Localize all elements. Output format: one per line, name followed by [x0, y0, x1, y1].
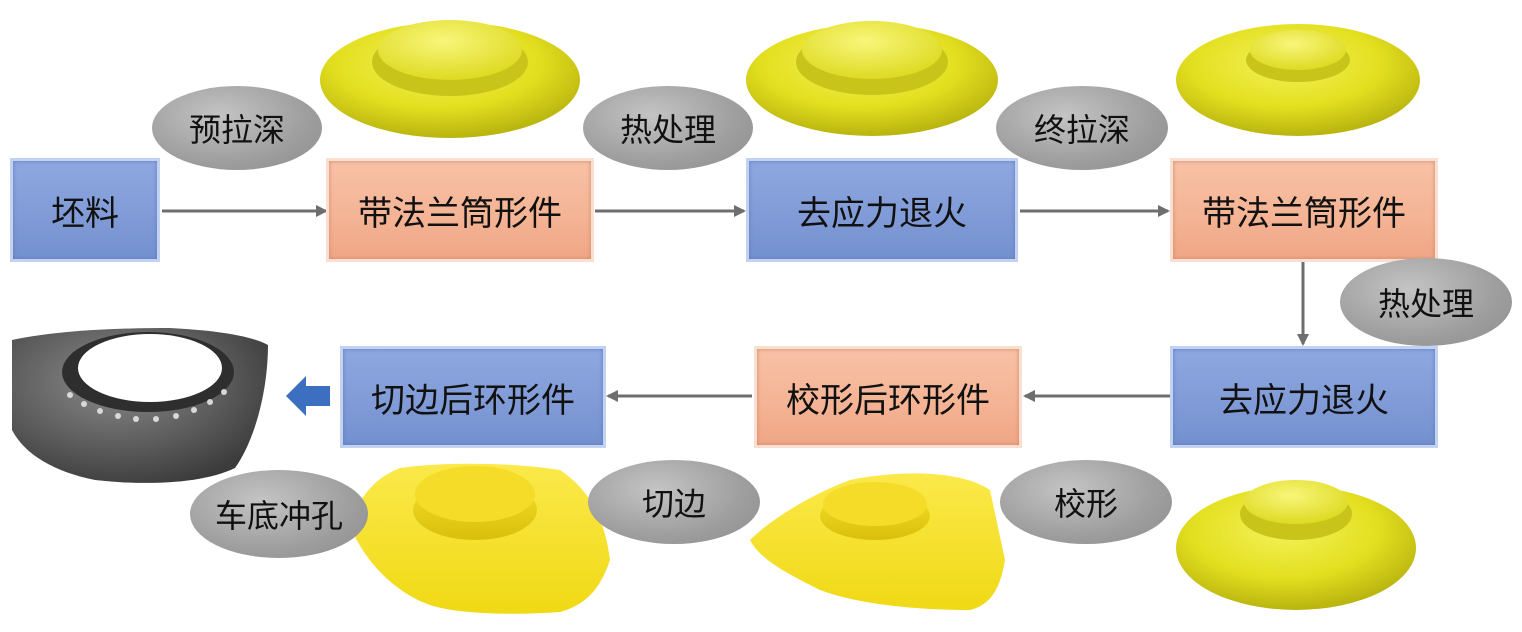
step-pre-draw-label: 预拉深 [188, 111, 285, 149]
box-blank-label: 坯料 [51, 193, 119, 234]
flow-arrows [162, 205, 1309, 402]
step-final-draw: 终拉深 [996, 86, 1168, 170]
part-preformed-cup-2 [746, 21, 998, 136]
box-anneal-1: 去应力退火 [746, 158, 1018, 262]
step-heat-treat-2-label: 热处理 [1377, 285, 1474, 323]
box-anneal-2: 去应力退火 [1170, 346, 1438, 448]
step-trimming: 切边 [588, 460, 760, 544]
arrow-trimmed-to-finished [286, 376, 330, 416]
box-trimmed-ring-label: 切边后环形件 [371, 380, 575, 421]
step-pierce-bottom: 车底冲孔 [190, 470, 368, 558]
box-sized-ring: 校形后环形件 [754, 346, 1022, 448]
step-pre-draw: 预拉深 [152, 86, 322, 170]
box-anneal-1-label: 去应力退火 [797, 193, 967, 234]
step-final-draw-label: 终拉深 [1033, 111, 1130, 149]
box-anneal-2-label: 去应力退火 [1219, 380, 1389, 421]
part-sized-cup [1176, 480, 1416, 610]
box-sized-ring-label: 校形后环形件 [786, 380, 990, 421]
box-blank: 坯料 [10, 158, 160, 262]
box-flanged-cup-1-label: 带法兰筒形件 [358, 193, 562, 234]
step-heat-treat-2: 热处理 [1340, 258, 1512, 346]
step-sizing-label: 校形 [1053, 485, 1118, 523]
box-flanged-cup-1: 带法兰筒形件 [326, 158, 594, 262]
step-sizing: 校形 [1000, 460, 1172, 544]
step-pierce-bottom-label: 车底冲孔 [214, 497, 343, 535]
step-trimming-label: 切边 [641, 485, 706, 523]
part-trimmed-blank [350, 463, 610, 614]
box-flanged-cup-2-label: 带法兰筒形件 [1202, 193, 1406, 234]
box-trimmed-ring: 切边后环形件 [340, 346, 606, 448]
box-flanged-cup-2: 带法兰筒形件 [1170, 158, 1438, 262]
step-heat-treat-1-label: 热处理 [619, 111, 716, 149]
part-sized-blank [750, 473, 1005, 610]
step-heat-treat-1: 热处理 [583, 86, 753, 170]
part-preformed-cup-1 [320, 20, 580, 138]
part-final-drawn-cup [1176, 24, 1420, 136]
part-finished-flange [12, 328, 268, 483]
